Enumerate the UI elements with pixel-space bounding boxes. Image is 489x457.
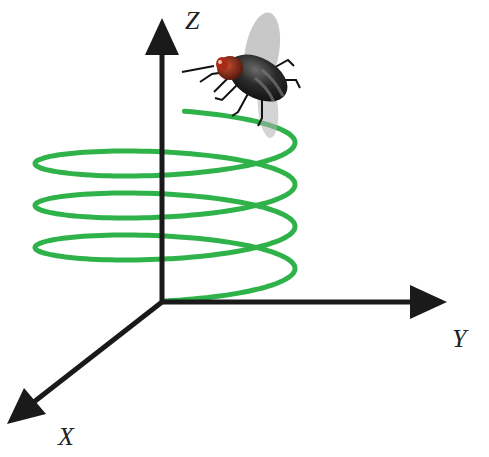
helix-coil xyxy=(35,111,295,301)
fly-picture xyxy=(182,10,300,139)
axis-label: Z xyxy=(185,8,199,34)
helix-path xyxy=(35,111,295,301)
axes xyxy=(7,18,447,424)
axis-label: Y xyxy=(452,326,466,352)
axis-label: X xyxy=(58,424,74,450)
